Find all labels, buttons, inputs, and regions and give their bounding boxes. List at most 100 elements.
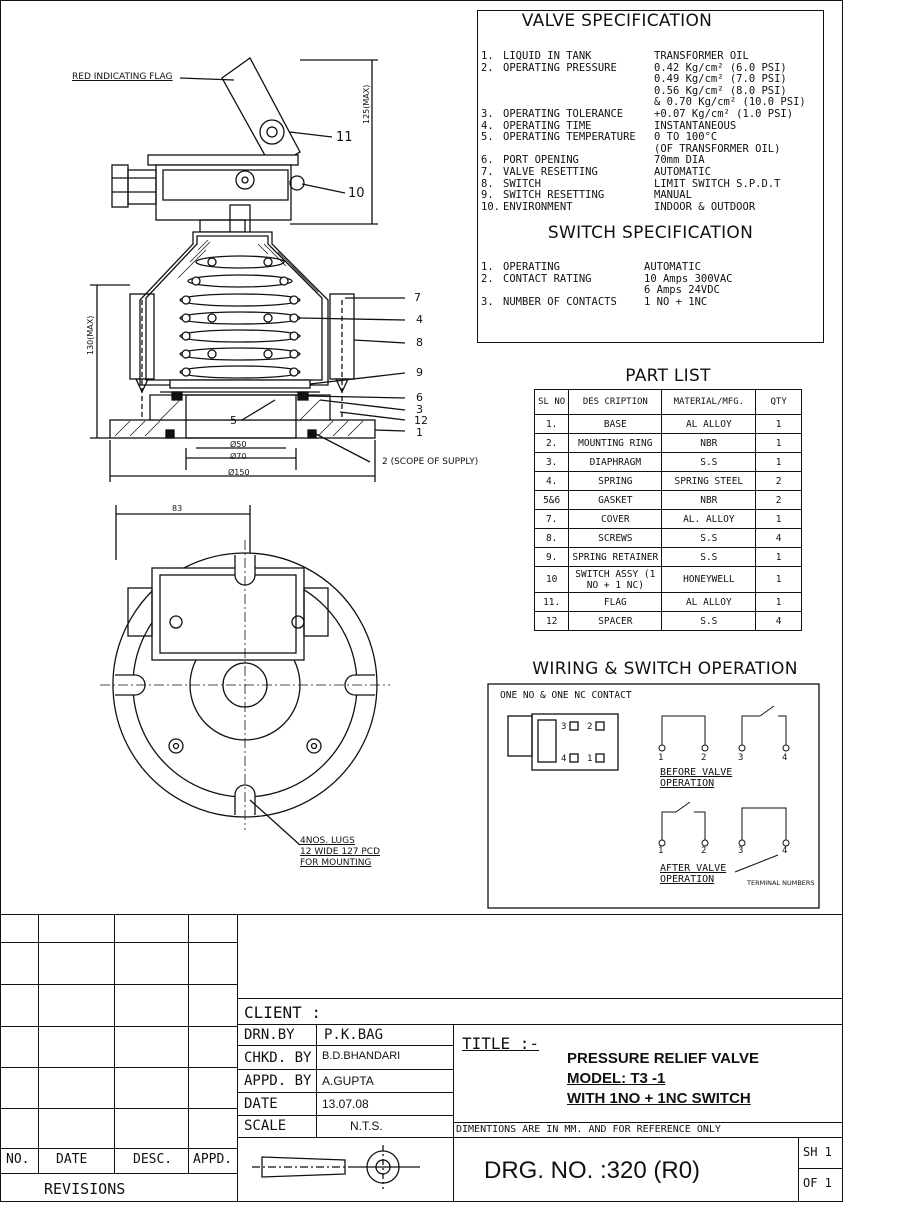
- after-terminal-1: 1: [658, 846, 664, 856]
- before-label-2: OPERATION: [660, 778, 715, 789]
- part-material: AL ALLOY: [661, 414, 757, 434]
- callout-4: 4: [416, 313, 423, 326]
- spec-row-value: 1 NO + 1NC: [644, 295, 708, 308]
- scale-value: N.T.S.: [350, 1119, 383, 1133]
- callout-12: 12: [414, 414, 428, 427]
- dim-125: 125(MAX): [362, 84, 371, 124]
- before-terminal-1: 1: [658, 753, 664, 763]
- part-description: SCREWS: [568, 528, 663, 548]
- part-description: GASKET: [568, 490, 663, 510]
- callout-7: 7: [414, 291, 421, 304]
- spec-row-label: OPERATING PRESSURE: [503, 61, 617, 74]
- part-qty: 1: [755, 509, 802, 529]
- spec-row-number: 10.: [481, 200, 500, 213]
- after-label-1: AFTER VALVE: [660, 863, 727, 874]
- title-line-3: WITH 1NO + 1NC SWITCH: [567, 1090, 751, 1107]
- dim-150: Ø150: [228, 468, 250, 477]
- spec-row-value: MANUAL: [654, 189, 692, 202]
- spec-row-value: +0.07 Kg/cm² (1.0 PSI): [654, 108, 794, 120]
- revision-grid: [0, 914, 238, 1202]
- part-qty: 1: [755, 414, 802, 434]
- sheet-number: SH 1: [803, 1145, 832, 1159]
- col-material: MATERIAL/MFG.: [661, 389, 757, 415]
- sheet-of: OF 1: [803, 1176, 832, 1190]
- spec-row-number: 4.: [481, 119, 494, 132]
- part-description: BASE: [568, 414, 663, 434]
- part-sl-no: 10: [533, 566, 570, 593]
- spec-row-value: AUTOMATIC: [654, 166, 711, 178]
- before-terminal-3: 3: [738, 753, 744, 763]
- callout-3: 3: [416, 403, 423, 416]
- plan-view: [100, 505, 390, 846]
- callout-1: 1: [416, 426, 423, 439]
- after-terminal-4: 4: [782, 846, 788, 856]
- part-qty: 4: [755, 611, 802, 631]
- title-line-2: MODEL: T3 -1: [567, 1070, 666, 1087]
- spec-row-number: 1.: [481, 261, 494, 273]
- rev-col-no: NO.: [6, 1152, 30, 1167]
- drn-label: DRN.BY: [244, 1027, 295, 1043]
- chkd-value: B.D.BHANDARI: [322, 1050, 401, 1062]
- title-line-1: PRESSURE RELIEF VALVE: [567, 1050, 759, 1067]
- contact-label: ONE NO & ONE NC CONTACT: [500, 690, 632, 701]
- part-qty: 1: [755, 452, 802, 472]
- wiring-box: [487, 683, 820, 909]
- before-terminal-4: 4: [782, 753, 788, 763]
- spec-row-number: 2.: [481, 272, 494, 285]
- spec-row-value: 10 Amps 300VAC: [644, 272, 733, 285]
- red-flag-label: RED INDICATING FLAG: [72, 72, 173, 82]
- part-material: NBR: [661, 490, 757, 510]
- spec-row-value: 0 TO 100°C: [654, 131, 718, 144]
- part-list-title: PART LIST: [625, 366, 711, 386]
- spec-box: [477, 10, 824, 343]
- part-material: S.S: [661, 547, 757, 567]
- scope-label: 2 (SCOPE OF SUPPLY): [382, 457, 479, 467]
- terminal-numbers-label: TERMINAL NUMBERS: [747, 879, 815, 887]
- part-qty: 1: [755, 547, 802, 567]
- part-qty: 2: [755, 471, 802, 491]
- rev-col-date: DATE: [56, 1152, 88, 1167]
- part-sl-no: 4.: [533, 471, 570, 491]
- part-material: AL ALLOY: [661, 592, 757, 612]
- switch-spec-title: SWITCH SPECIFICATION: [547, 223, 754, 243]
- switch-terminal-3: 3: [561, 722, 567, 732]
- lugs-label-3: FOR MOUNTING: [300, 858, 372, 868]
- spec-row-value: 6 Amps 24VDC: [644, 284, 720, 296]
- part-description: SPRING: [568, 471, 663, 491]
- part-description: COVER: [568, 509, 663, 529]
- part-sl-no: 11.: [533, 592, 570, 612]
- drawing-number: DRG. NO. :320 (R0): [484, 1157, 701, 1184]
- col-description: DES CRIPTION: [568, 389, 663, 415]
- rev-col-appd: APPD.: [193, 1152, 233, 1167]
- part-material: SPRING STEEL: [661, 471, 757, 491]
- spec-row-number: 5.: [481, 131, 494, 144]
- part-sl-no: 3.: [533, 452, 570, 472]
- part-material: S.S: [661, 528, 757, 548]
- date-label: DATE: [244, 1096, 278, 1112]
- spec-row-label: ENVIRONMENT: [503, 200, 573, 213]
- part-description: MOUNTING RING: [568, 433, 663, 453]
- spec-row-label: SWITCH: [503, 177, 541, 190]
- dim-83: 83: [172, 504, 183, 513]
- part-list-table: SL NO DES CRIPTION MATERIAL/MFG. QTY 1.B…: [533, 389, 802, 631]
- part-qty: 1: [755, 566, 802, 593]
- date-value: 13.07.08: [322, 1097, 369, 1111]
- spec-row-number: 6.: [481, 154, 494, 167]
- part-description: SWITCH ASSY (1 NO + 1 NC): [568, 566, 663, 593]
- part-sl-no: 12: [533, 611, 570, 631]
- col-sl-no: SL NO: [533, 389, 570, 415]
- dim-50: Ø50: [230, 440, 247, 449]
- col-qty: QTY: [755, 389, 802, 415]
- rev-col-desc: DESC.: [133, 1152, 173, 1167]
- spec-row-label: LIQUID IN TANK: [503, 50, 592, 62]
- lugs-label-1: 4NOS. LUGS: [300, 836, 355, 846]
- spec-row-label: CONTACT RATING: [503, 272, 592, 285]
- revisions-label: REVISIONS: [44, 1180, 126, 1198]
